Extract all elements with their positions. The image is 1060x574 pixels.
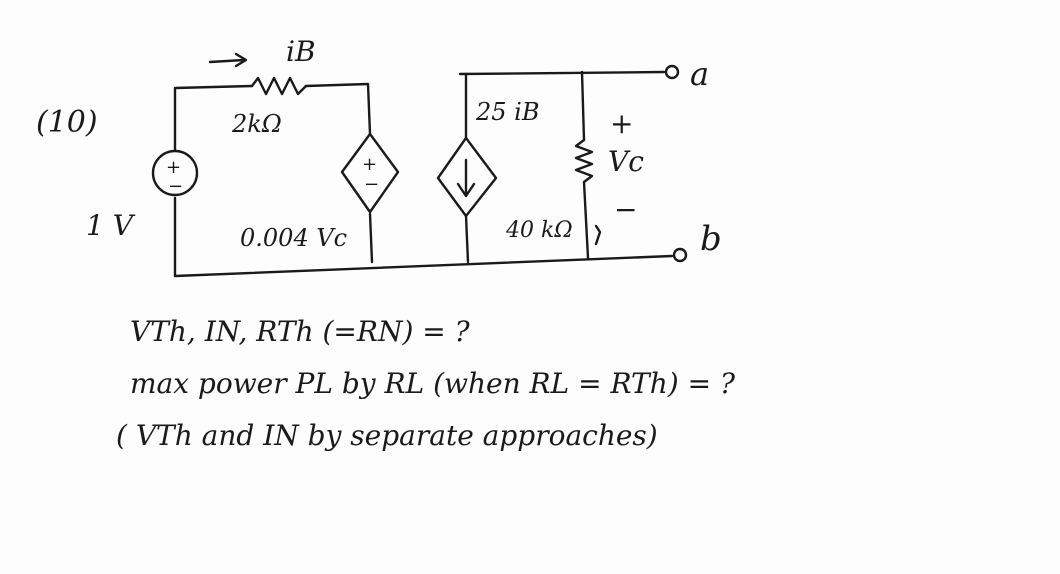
wire-left-top <box>173 84 254 152</box>
terminal-b-node <box>672 247 688 263</box>
question-line-1: VTh, IN, RTh (=RN) = ? <box>130 315 470 348</box>
wire-top-to-dep-source <box>304 82 372 136</box>
question-line-3: ( VTh and IN by separate approaches) <box>116 419 658 452</box>
dep-current-label: 25 iB <box>476 98 540 126</box>
terminal-a-label: a <box>690 55 710 93</box>
voltage-source-circle <box>151 149 199 197</box>
resistor-2k-symbol <box>250 76 308 96</box>
vc-label: Vc <box>608 145 644 178</box>
source-plus-sign: + <box>166 157 181 178</box>
wire-40k-top <box>580 70 586 142</box>
dep-voltage-label: 0.004 Vc <box>240 224 348 252</box>
terminal-a-node <box>664 64 680 80</box>
wire-dep-current-down <box>464 214 470 264</box>
wire-top-right <box>458 70 666 76</box>
resistor-40k-symbol <box>574 138 594 184</box>
current-direction-arrow <box>208 52 248 68</box>
terminal-b-label: b <box>700 219 722 259</box>
source-voltage-label: 1 V <box>86 209 133 242</box>
current-ib-label: iB <box>286 35 316 68</box>
label-bracket <box>594 224 602 246</box>
source-minus-sign: − <box>168 176 183 197</box>
problem-number: (10) <box>36 105 98 140</box>
dep-source-minus-sign: − <box>364 174 379 195</box>
wire-40k-bottom <box>582 180 590 260</box>
resistor-40k-label: 40 kΩ <box>506 218 573 243</box>
wire-bottom <box>173 254 674 278</box>
dep-voltage-source-diamond <box>340 132 400 214</box>
question-line-2: max power PL by RL (when RL = RTh) = ? <box>130 367 735 400</box>
resistor-2k-label: 2kΩ <box>232 110 282 138</box>
vc-plus-label: + <box>610 107 634 140</box>
vc-minus-label: − <box>614 193 638 226</box>
dep-source-plus-sign: + <box>362 154 377 175</box>
wire-dep-source-down <box>368 212 374 264</box>
current-arrow-down <box>456 158 476 198</box>
